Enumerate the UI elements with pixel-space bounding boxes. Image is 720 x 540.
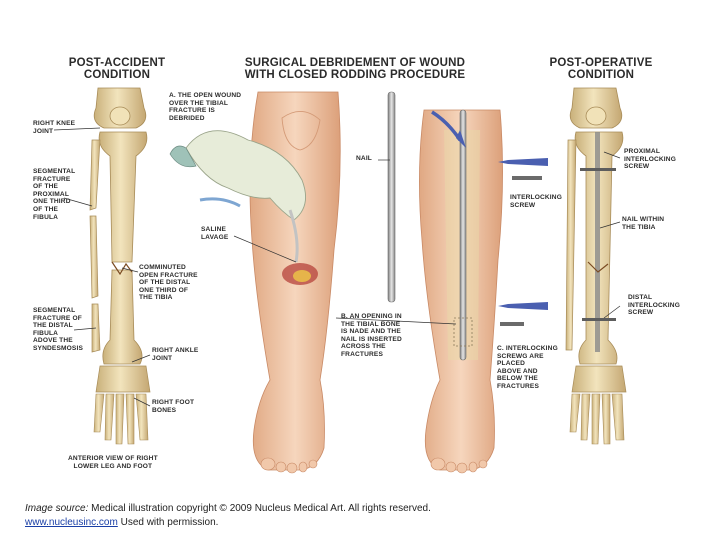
label-step-a: A. THE OPEN WOUND OVER THE TIBIAL FRACTU… (169, 92, 242, 122)
label-distal-interlocking-screw: DISTAL INTERLOCKING SCREW (628, 294, 680, 317)
label-right-foot-bones: RIGHT FOOT BONES (152, 399, 195, 414)
interlocking-screw-arrows (431, 110, 548, 326)
leg-with-nail (419, 109, 503, 474)
label-right-knee-joint: RIGHT KNEE JOINT (33, 120, 76, 135)
label-interlocking-screw: INTERLOCKING SCREW (510, 194, 562, 209)
label-proximal-interlocking-screw: PROXIMAL INTERLOCKING SCREW (624, 148, 676, 171)
gloved-hand-syringe (169, 130, 307, 263)
source-prefix: Image source: (25, 503, 89, 514)
intramedullary-nail (387, 91, 396, 303)
label-saline-lavage: SALINE LAVAGE (201, 226, 229, 241)
leader-lines (53, 127, 621, 407)
source-text: Medical illustration copyright © 2009 Nu… (88, 503, 431, 514)
label-anterior-view: ANTERIOR VIEW OF RIGHT LOWER LEG AND FOO… (68, 455, 158, 470)
heading-surgical-debridement: SURGICAL DEBRIDEMENT OF WOUND WITH CLOSE… (244, 57, 466, 81)
label-nail: NAIL (356, 155, 372, 162)
label-step-c: C. INTERLOCKING SCREWG ARE PLACED ABOVE … (497, 345, 558, 390)
post-accident-skeleton (89, 87, 151, 445)
post-operative-skeleton (565, 87, 627, 445)
permission-text: Used with permission. (117, 517, 219, 528)
label-right-ankle-joint: RIGHT ANKLE JOINT (152, 347, 199, 362)
label-comminuted-open-fracture: COMMINUTED OPEN FRACTURE OF THE DISTAL O… (139, 264, 198, 302)
label-nail-within-tibia: NAIL WITHIN THE TIBIA (622, 216, 665, 231)
image-source-caption: Image source: Medical illustration copyr… (25, 502, 705, 530)
nucleus-link[interactable]: www.nucleusinc.com (25, 517, 118, 528)
label-segmental-fracture-distal-fibula: SEGMENTAL FRACTURE OF THE DISTAL FIBULA … (33, 307, 84, 352)
heading-post-operative: POST-OPERATIVE CONDITION (549, 57, 653, 81)
label-segmental-fracture-proximal-fibula: SEGMENTAL FRACTURE OF THE PROXIMAL ONE T… (33, 168, 76, 221)
heading-post-accident: POST-ACCIDENT CONDITION (68, 57, 166, 81)
label-step-b: B. AN OPENING IN THE TIBIAL BONE IS NADE… (341, 313, 402, 358)
